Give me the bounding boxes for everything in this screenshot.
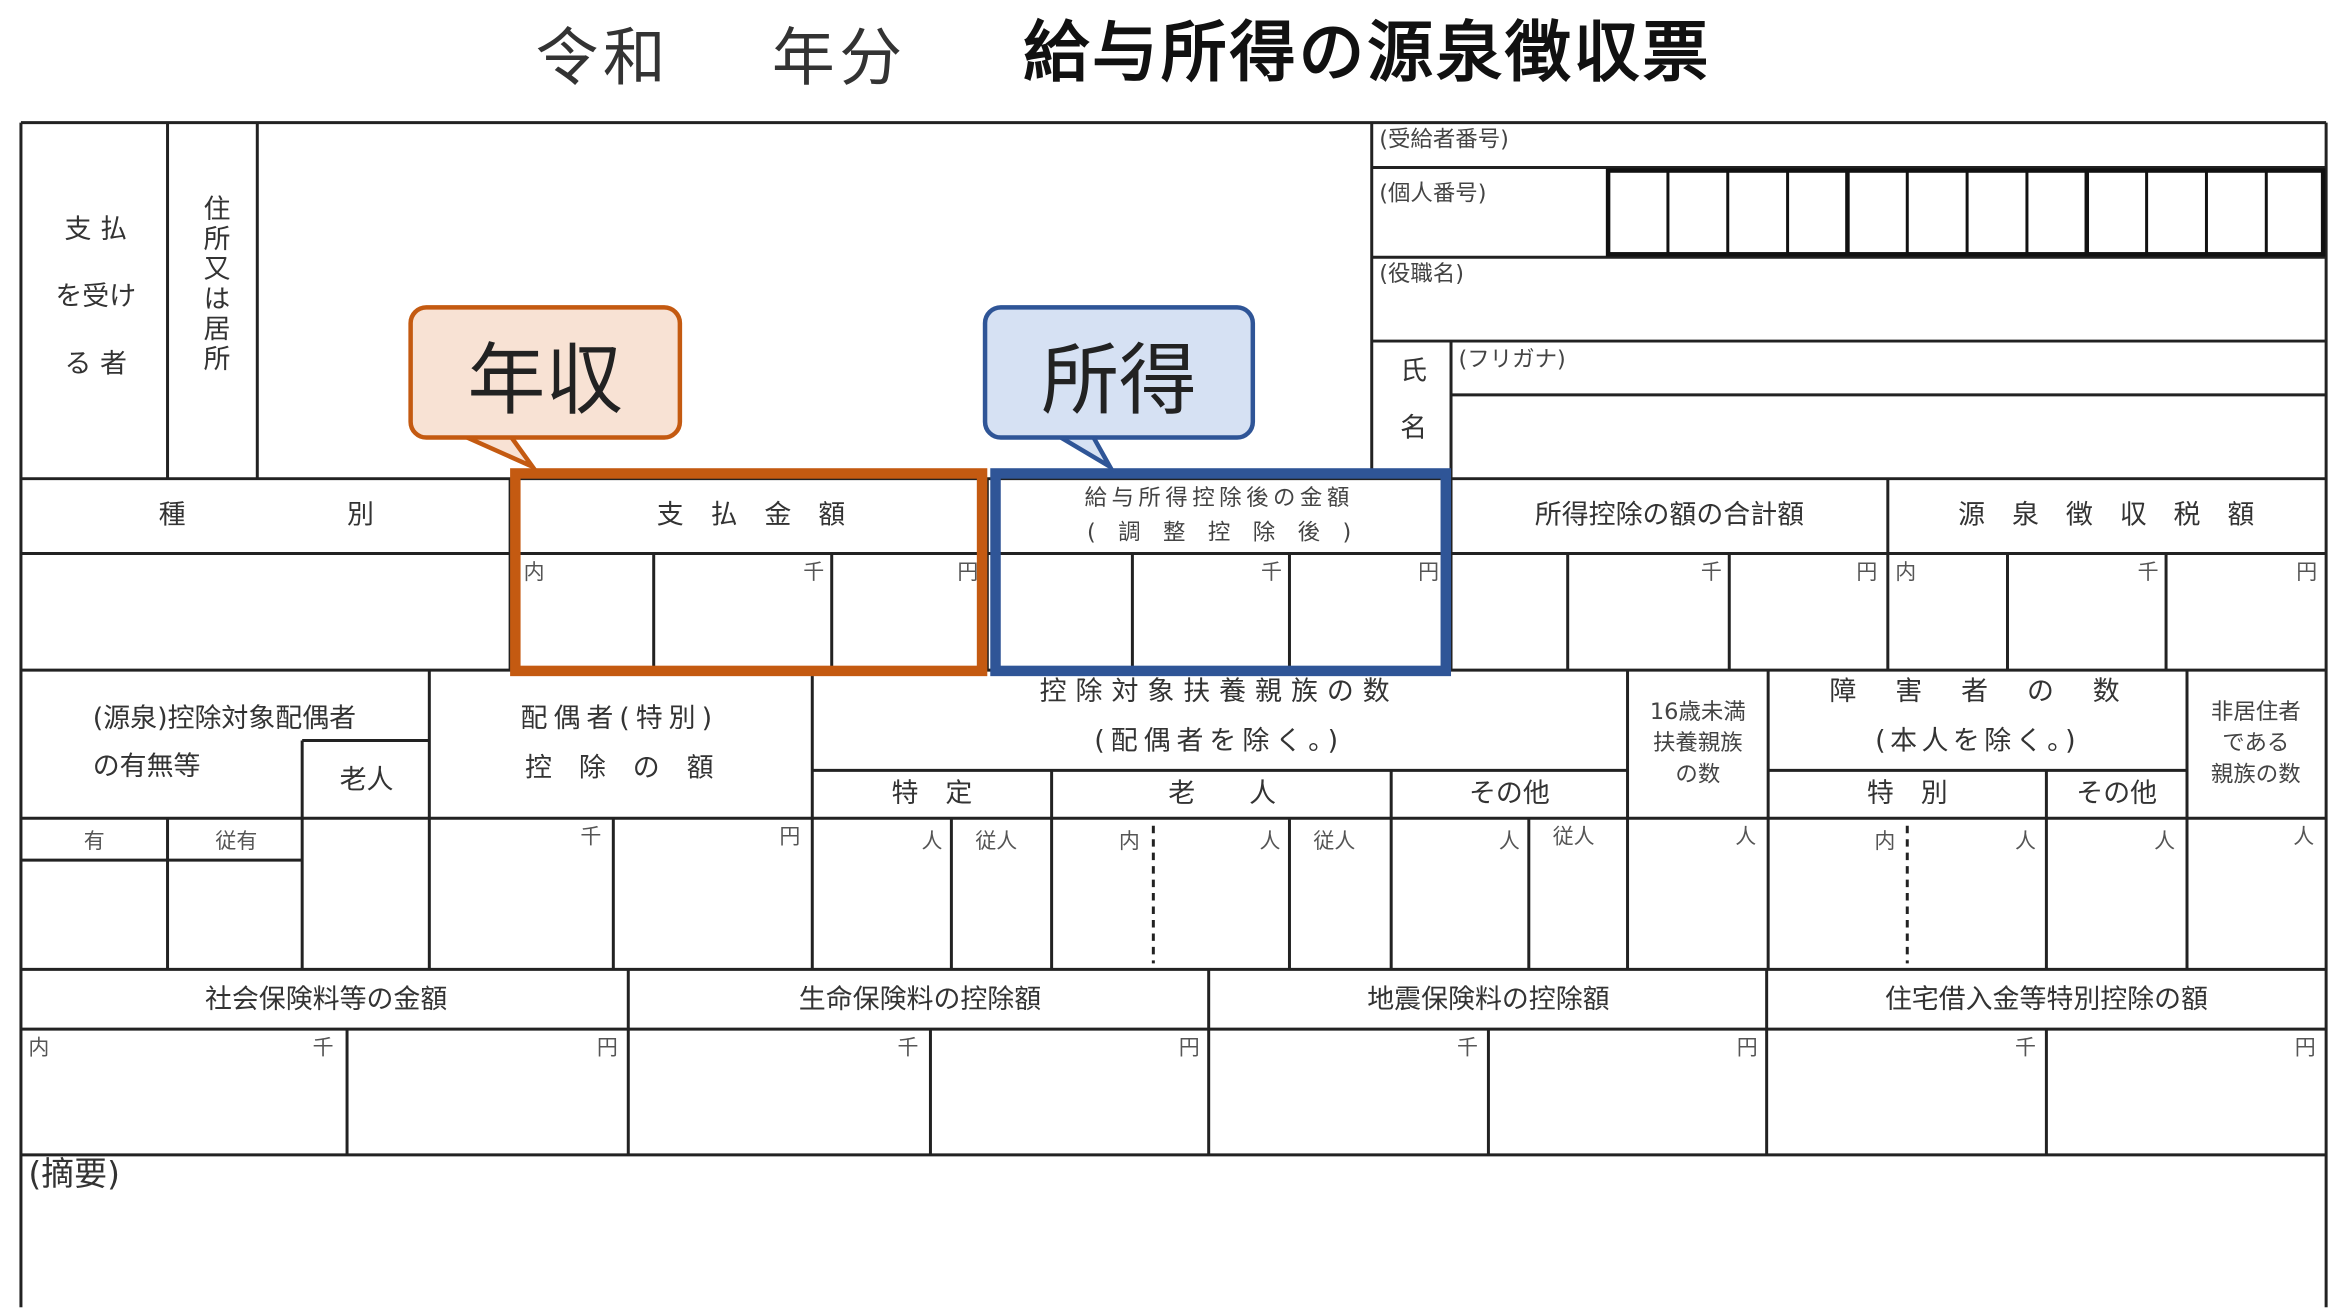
after-deduction-header-2: ( 調 整 控 除 後 ) xyxy=(1086,518,1352,546)
unit-thousand: 千 xyxy=(1700,560,1722,585)
unit-thousand: 千 xyxy=(312,1036,334,1061)
specific-header: 特 定 xyxy=(891,777,973,810)
unit-inner: 内 xyxy=(28,1036,50,1061)
unit-person: 人 xyxy=(1498,830,1520,855)
housing-loan-header: 住宅借入金等特別控除の額 xyxy=(1884,984,2208,1016)
dependent-has-label: 従有 xyxy=(215,830,258,855)
total-deductions-header: 所得控除の額の合計額 xyxy=(1534,499,1805,532)
nonresident-header-2: である xyxy=(2222,729,2290,757)
unit-thousand: 千 xyxy=(803,560,825,585)
disabled-other-header: その他 xyxy=(2076,777,2158,810)
under16-header-2: 扶養親族 xyxy=(1652,729,1743,757)
withholding-tax-header: 源 泉 徴 収 税 額 xyxy=(1958,499,2255,532)
unit-yen: 円 xyxy=(2294,1036,2316,1061)
page-title: 給与所得の源泉徴収票 xyxy=(1023,14,1712,92)
unit-inner: 内 xyxy=(1895,560,1917,585)
annual-income-callout-text: 年収 xyxy=(467,335,624,426)
address-label: 住所又は居所 xyxy=(198,194,231,374)
income-highlight xyxy=(990,468,1452,677)
unit-dependent-person: 従人 xyxy=(1552,825,1595,850)
title-era: 令和 xyxy=(535,20,671,95)
unit-person: 人 xyxy=(2014,830,2036,855)
unit-thousand: 千 xyxy=(580,825,602,850)
title-year-suffix: 年分 xyxy=(771,20,907,95)
annual-income-highlight xyxy=(510,468,988,677)
recipient-label-2: を受け xyxy=(55,281,137,313)
unit-thousand: 千 xyxy=(1261,560,1282,585)
unit-person: 人 xyxy=(2293,825,2315,850)
unit-yen: 円 xyxy=(1856,560,1878,585)
personal-number-label: (個人番号) xyxy=(1379,179,1487,207)
under16-header-1: 16歳未満 xyxy=(1649,697,1746,725)
earthquake-insurance-header: 地震保険料の控除額 xyxy=(1367,984,1610,1016)
unit-thousand: 千 xyxy=(2014,1036,2036,1061)
recipient-number-label: (受給者番号) xyxy=(1379,125,1509,153)
annual-income-callout: 年収 xyxy=(408,305,683,440)
unit-person: 人 xyxy=(921,830,943,855)
spouse-deduction-header-2: 控 除 の 額 xyxy=(525,752,714,784)
unit-yen: 円 xyxy=(1736,1036,1758,1061)
spouse-exists-header-2: の有無等 xyxy=(92,750,201,783)
unit-thousand: 千 xyxy=(1457,1036,1478,1061)
unit-inner: 内 xyxy=(1874,830,1896,855)
social-insurance-header: 社会保険料等の金額 xyxy=(204,984,448,1016)
disabled-header-1: 障 害 者 の 数 xyxy=(1829,676,2126,708)
name-label: 氏名 xyxy=(1395,356,1428,470)
recipient-label-3: る 者 xyxy=(64,348,127,380)
unit-yen: 円 xyxy=(596,1036,618,1061)
unit-thousand: 千 xyxy=(2137,560,2159,585)
unit-yen: 円 xyxy=(2296,560,2318,585)
unit-person: 人 xyxy=(1735,825,1757,850)
other-header: その他 xyxy=(1468,777,1550,810)
income-callout: 所得 xyxy=(982,305,1256,440)
disabled-header-2: (本人を除く。) xyxy=(1875,725,2081,757)
has-label: 有 xyxy=(83,830,105,855)
income-callout-text: 所得 xyxy=(1041,335,1197,426)
spouse-exists-header-1: (源泉)控除対象配偶者 xyxy=(92,703,357,735)
unit-yen: 円 xyxy=(1418,560,1440,585)
nonresident-header-3: 親族の数 xyxy=(2210,760,2301,788)
unit-dependent-person: 従人 xyxy=(1313,830,1356,855)
unit-yen: 円 xyxy=(1178,1036,1200,1061)
unit-inner: 内 xyxy=(1118,830,1140,855)
elderly-dependents-header: 老 人 xyxy=(1168,777,1277,810)
unit-yen: 円 xyxy=(957,560,979,585)
spouse-deduction-header-1: 配偶者(特別) xyxy=(520,703,719,735)
unit-yen: 円 xyxy=(779,825,801,850)
dependents-header-2: (配偶者を除く。) xyxy=(1094,725,1345,757)
unit-person: 人 xyxy=(1259,830,1281,855)
elderly-header: 老人 xyxy=(339,764,394,796)
unit-inner: 内 xyxy=(523,560,545,585)
unit-person: 人 xyxy=(2154,830,2176,855)
payment-amount-header: 支 払 金 額 xyxy=(656,499,846,532)
unit-dependent-person: 従人 xyxy=(975,830,1018,855)
remarks-label: (摘要) xyxy=(28,1156,120,1194)
unit-thousand: 千 xyxy=(897,1036,919,1061)
under16-header-3: の数 xyxy=(1675,760,1721,788)
type-header: 種 別 xyxy=(158,499,374,532)
special-header: 特 別 xyxy=(1866,777,1948,810)
nonresident-header-1: 非居住者 xyxy=(2210,697,2301,725)
life-insurance-header: 生命保険料の控除額 xyxy=(798,984,1042,1016)
after-deduction-header-1: 給与所得控除後の金額 xyxy=(1084,483,1354,511)
dependents-header-1: 控除対象扶養親族の数 xyxy=(1039,676,1399,708)
position-label: (役職名) xyxy=(1379,260,1465,288)
furigana-label: (フリガナ) xyxy=(1458,345,1566,373)
recipient-label-1: 支 払 xyxy=(64,213,127,246)
